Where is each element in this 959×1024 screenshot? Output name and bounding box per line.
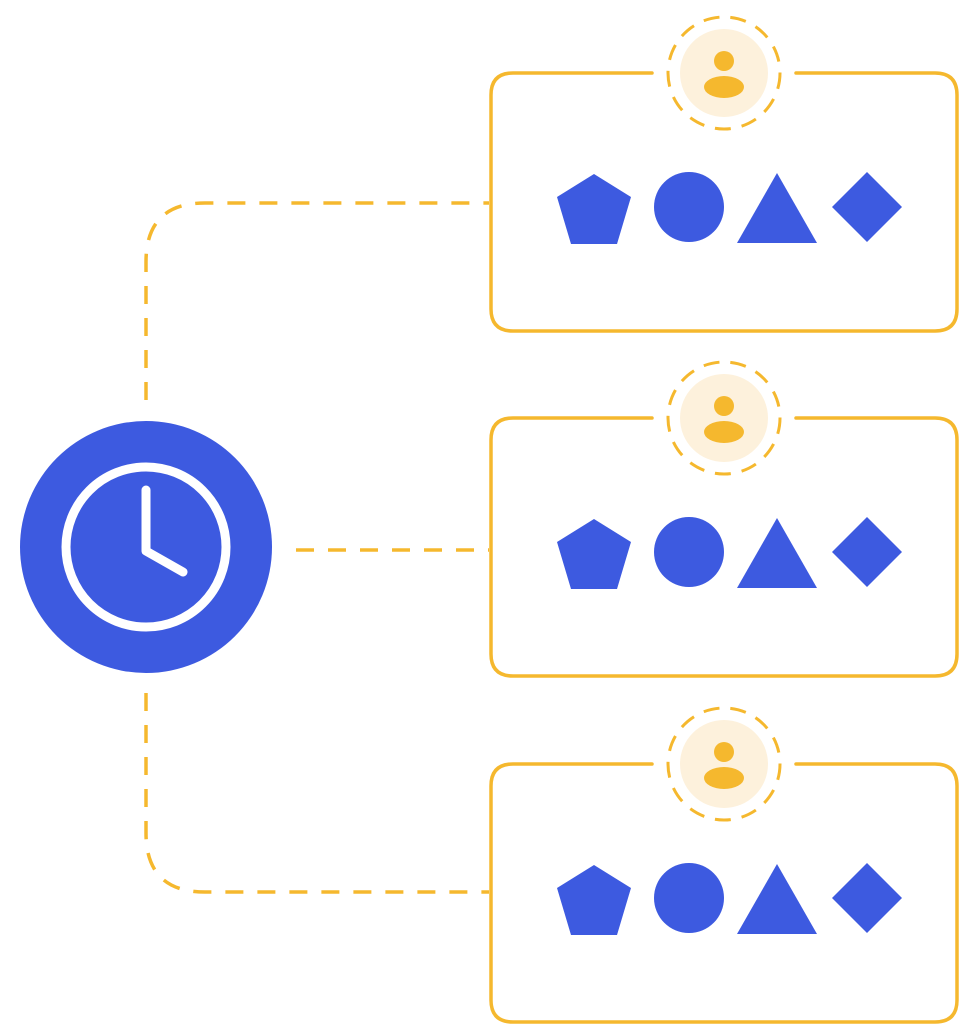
clock-face xyxy=(61,462,231,632)
user-icon xyxy=(704,742,744,789)
card-border xyxy=(489,416,959,678)
avatar-dashed-ring xyxy=(666,360,782,476)
card-border xyxy=(489,71,959,333)
avatar xyxy=(666,706,782,822)
avatar xyxy=(666,15,782,131)
user-head xyxy=(714,51,734,71)
pentagon-icon xyxy=(557,865,631,935)
user-body xyxy=(704,767,744,789)
clock-hands xyxy=(141,485,188,577)
pentagon-icon xyxy=(557,174,631,244)
avatar-dashed-ring xyxy=(666,15,782,131)
diamond-icon xyxy=(832,863,902,933)
avatar-background xyxy=(680,374,768,462)
user-icon xyxy=(704,51,744,98)
card-border xyxy=(489,762,959,1024)
clock-icon xyxy=(61,462,231,632)
avatar xyxy=(666,360,782,476)
shape-row xyxy=(557,517,902,589)
triangle-icon xyxy=(737,173,817,243)
avatar-background xyxy=(680,720,768,808)
circle-icon xyxy=(654,863,724,933)
circle-icon xyxy=(654,517,724,587)
avatar-background xyxy=(680,29,768,117)
circle-icon xyxy=(654,172,724,242)
user-head xyxy=(714,396,734,416)
user-card-1 xyxy=(489,15,959,333)
cards xyxy=(489,15,959,1024)
shape-row xyxy=(557,172,902,244)
user-body xyxy=(704,76,744,98)
diamond-icon xyxy=(832,172,902,242)
avatar-dashed-ring xyxy=(666,706,782,822)
shape-row xyxy=(557,863,902,935)
clock-hub xyxy=(20,421,272,673)
user-card-2 xyxy=(489,360,959,678)
diamond-icon xyxy=(832,517,902,587)
connector-bottom xyxy=(144,693,489,894)
user-icon xyxy=(704,396,744,443)
user-body xyxy=(704,421,744,443)
triangle-icon xyxy=(737,864,817,934)
triangle-icon xyxy=(737,518,817,588)
user-head xyxy=(714,742,734,762)
connectors xyxy=(144,201,489,894)
pentagon-icon xyxy=(557,519,631,589)
connector-top xyxy=(144,201,489,400)
user-card-3 xyxy=(489,706,959,1024)
